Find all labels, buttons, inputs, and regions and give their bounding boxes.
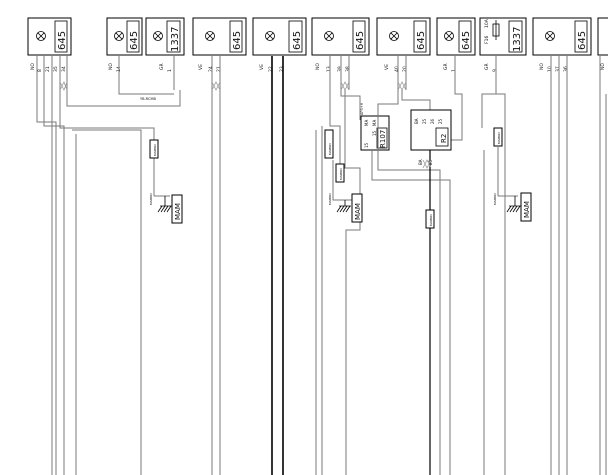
wire-group-center <box>315 56 361 475</box>
connector-645-f[interactable]: 645 VE 40 20 <box>376 17 431 72</box>
connector-ref: 645 <box>355 31 366 50</box>
pin-label: 21 <box>216 66 222 72</box>
splice-label: MAMNO <box>429 214 433 226</box>
wire-group-right <box>550 56 607 475</box>
relay-ref: R2 <box>440 134 448 143</box>
splice-label: MAMNO <box>153 144 157 156</box>
pin-label: 21 <box>45 66 51 72</box>
ground-1: MAMNO MAMNO MAM <box>149 139 183 224</box>
connector-ref: 1337 <box>170 27 181 52</box>
connector-color-code: NO <box>600 63 606 70</box>
connector-ref: 1337 <box>512 27 523 52</box>
connector-645-d[interactable]: 645 VE 22 23 <box>252 17 307 72</box>
relay-r107[interactable]: MA MA 15 15 R107 <box>360 115 390 151</box>
splice-mid: MAMNO <box>425 209 435 229</box>
connector-color-code: VE <box>384 64 390 70</box>
wire-group-bold <box>271 56 284 475</box>
pin-label: 37 <box>555 66 561 72</box>
connector-ref: 645 <box>232 31 243 50</box>
wire-group-left <box>36 56 181 475</box>
pin-label: 20 <box>402 66 408 72</box>
ground-wire-label: MAMNO <box>493 193 497 205</box>
relay-pin: 25 <box>438 118 443 124</box>
connector-ref: 645 <box>416 31 427 50</box>
splice-label: MAMNO <box>497 132 501 144</box>
pin-label: 38 <box>345 66 351 72</box>
connector-color-code: GR <box>484 63 490 70</box>
ground-label: MAM <box>354 203 362 220</box>
pin-label: 40 <box>394 66 400 72</box>
wire-label: YB-RCMB <box>140 97 157 101</box>
connector-color-code: VE <box>198 64 204 70</box>
connector-645-e[interactable]: 645 NO 13 39 38 <box>311 17 370 72</box>
connector-ref: 645 <box>129 31 140 50</box>
fuse-rating: 10A <box>484 18 490 28</box>
ground-wire-label: MAMNO <box>328 193 332 205</box>
relay-pin: MA <box>364 120 369 126</box>
splice-extra: MAMNO <box>335 163 345 183</box>
wire-group-right-center <box>371 56 506 475</box>
relay-pin: 15 <box>372 130 377 136</box>
connector-1337-a[interactable]: 1337 GR 1 <box>145 17 185 72</box>
connector-partial: NO <box>597 17 608 70</box>
relay-pin: MA <box>372 120 377 126</box>
fuse-label: F16 <box>484 36 490 44</box>
ground-2: MAMNO MAMNO MAM <box>324 129 363 223</box>
pin-label: 22 <box>268 66 274 72</box>
splice-label: MAMNO <box>339 168 343 180</box>
connector-color-code: NO <box>30 63 36 70</box>
pin-label: 9 <box>492 69 498 72</box>
connector-1337-fuse[interactable]: 1337 F16 10A GR 9 <box>479 17 527 72</box>
relay-pin: BA <box>418 159 423 165</box>
relay-r2[interactable]: BA 25 26 25 R2 <box>410 109 452 151</box>
pin-label: 24 <box>208 66 214 72</box>
pin-label: 13 <box>326 66 332 72</box>
ground-3: MAMNO MAMNO MAM <box>493 127 532 222</box>
ground-label: MAM <box>523 201 531 218</box>
relay-ref: R107 <box>379 130 387 148</box>
connector-color-code: NO <box>315 63 321 70</box>
connector-color-code: GR <box>159 63 165 70</box>
relay-pin: BA <box>414 118 419 124</box>
wire-group-mid-left <box>211 56 221 475</box>
splice-label: MAMNO <box>328 143 332 155</box>
pin-label: 1 <box>167 69 173 72</box>
connector-645-h[interactable]: 645 NO 10 37 36 <box>532 17 592 72</box>
pin-label: 8 <box>37 69 43 72</box>
connector-645-c[interactable]: 645 VE 24 21 <box>192 17 247 72</box>
relay-pin: 26 <box>430 118 435 124</box>
connector-color-code: VE <box>259 64 265 70</box>
connector-645-a[interactable]: 645 NO 8 21 35 34 <box>27 17 72 72</box>
ground-wire-label: MAMNO <box>149 193 153 205</box>
connector-ref: 645 <box>577 31 588 50</box>
relay-pin: 25 <box>422 118 427 124</box>
connector-645-b[interactable]: 645 NO 14 <box>106 17 143 72</box>
ground-label: MAM <box>174 203 182 220</box>
connector-ref: 645 <box>57 31 68 50</box>
pin-label: 1 <box>451 69 457 72</box>
connector-645-g[interactable]: 645 GR 1 <box>436 17 476 72</box>
connector-ref: 645 <box>461 31 472 50</box>
pin-label: 35 <box>53 66 59 72</box>
connector-color-code: NO <box>108 63 114 70</box>
connector-color-code: GR <box>443 63 449 70</box>
pin-label: 10 <box>547 66 553 72</box>
connector-ref: 645 <box>292 31 303 50</box>
wire-label: AP3+H <box>360 102 364 115</box>
relay-pin: 25 <box>428 159 433 165</box>
pin-label: 23 <box>279 66 285 72</box>
pin-label: 39 <box>337 66 343 72</box>
pin-label: 34 <box>61 66 67 72</box>
connector-color-code: NO <box>539 63 545 70</box>
relay-r2-lower-pins: BA 25 <box>418 159 433 169</box>
relay-pin: 15 <box>364 142 369 148</box>
pin-label: 36 <box>563 66 569 72</box>
